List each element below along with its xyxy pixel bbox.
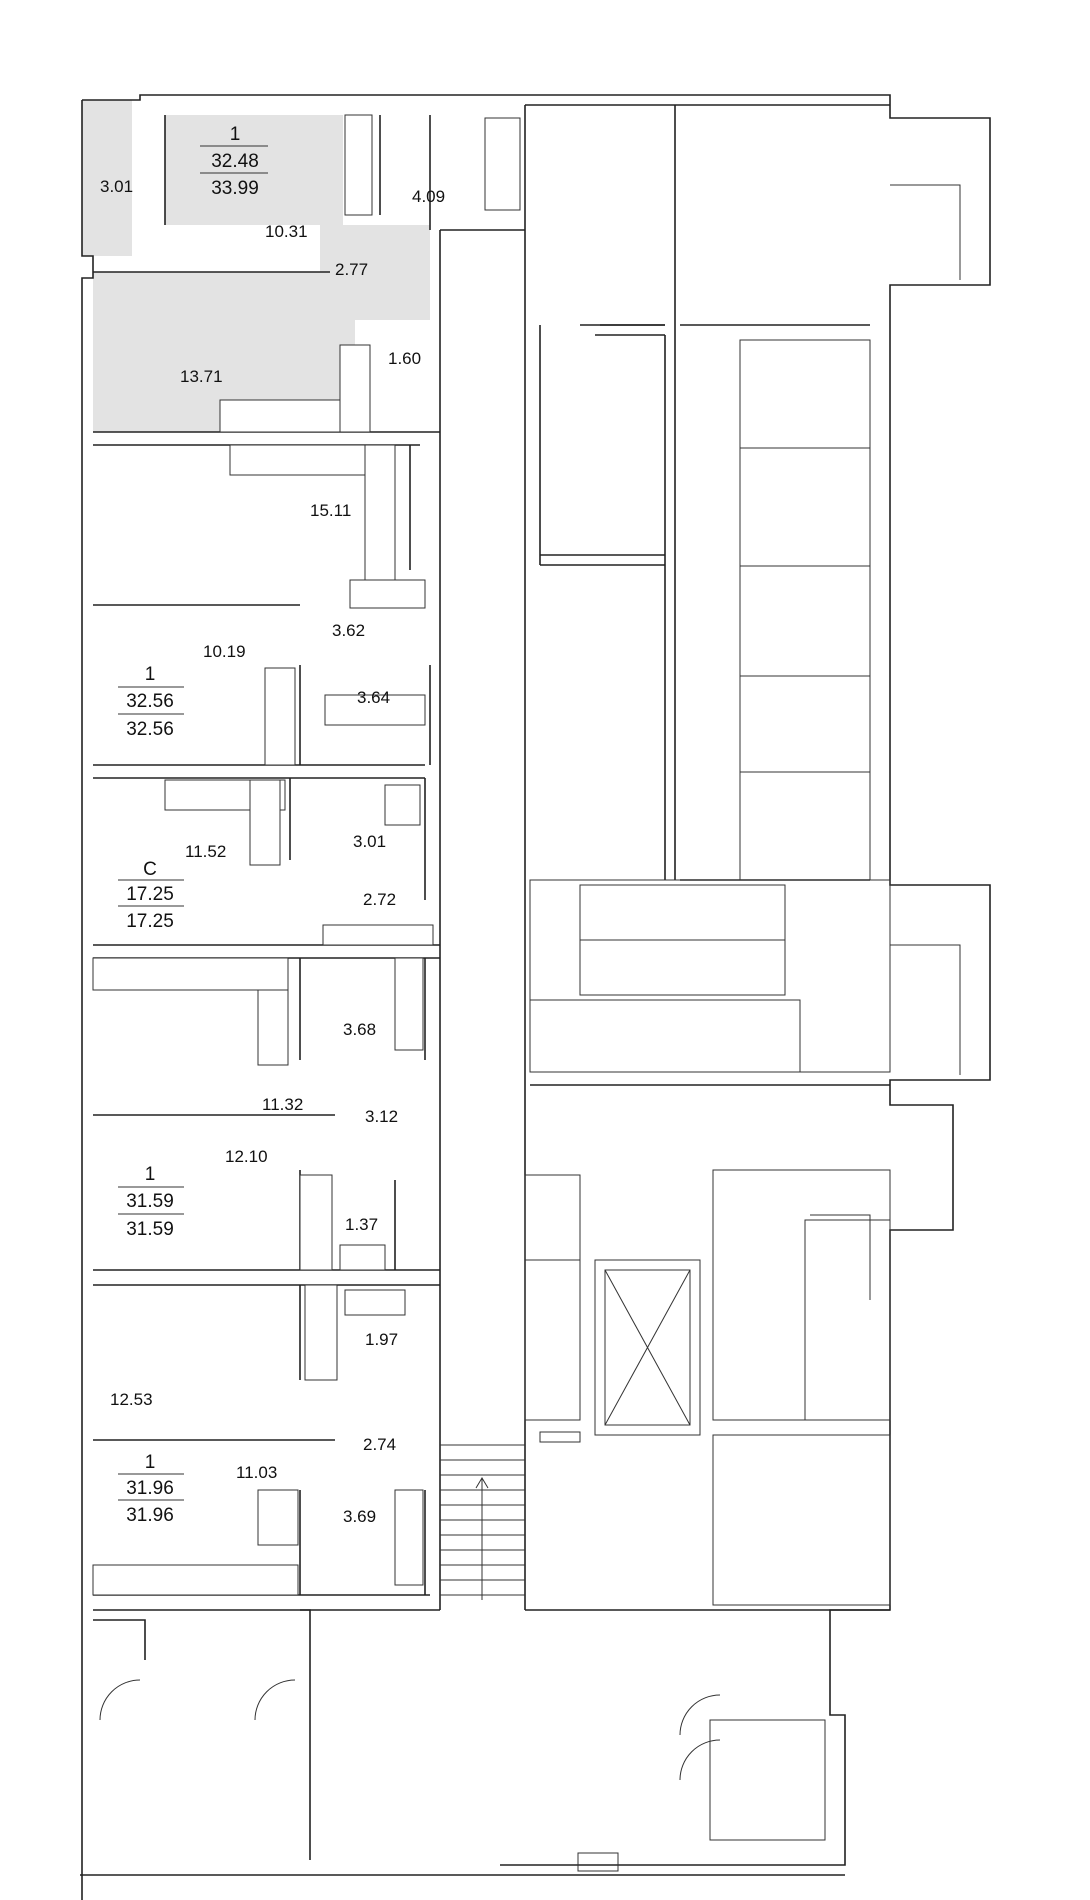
room-area: 4.09 bbox=[412, 187, 445, 206]
apartment-area-living: 31.59 bbox=[126, 1191, 174, 1212]
apartment-area-total: 31.59 bbox=[126, 1219, 174, 1240]
apartment-label-5: 1 31.96 31.96 bbox=[118, 1452, 184, 1526]
room-area: 11.03 bbox=[236, 1463, 277, 1482]
kitchen-fixtures bbox=[92, 344, 396, 1596]
highlighted-apartment bbox=[82, 100, 430, 432]
technical-rooms bbox=[524, 104, 891, 1841]
wardrobes bbox=[264, 114, 434, 1381]
room-area: 2.77 bbox=[335, 260, 368, 279]
room-area: 15.11 bbox=[310, 501, 351, 520]
apartment-label-4: 1 31.59 31.59 bbox=[118, 1164, 184, 1240]
room-area: 3.64 bbox=[357, 688, 390, 707]
entrance-doors bbox=[99, 1679, 721, 1781]
staircase bbox=[440, 184, 961, 1600]
apartment-rooms: С bbox=[143, 859, 157, 880]
apartment-area-total: 32.56 bbox=[126, 719, 174, 740]
room-area: 11.52 bbox=[185, 842, 226, 861]
room-area: 11.32 bbox=[262, 1095, 303, 1114]
room-area: 12.10 bbox=[225, 1147, 268, 1166]
apartment-label-3: С 17.25 17.25 bbox=[118, 859, 184, 932]
room-area: 10.31 bbox=[265, 222, 308, 241]
room-area: 1.60 bbox=[388, 349, 421, 368]
apartment-area-total: 17.25 bbox=[126, 911, 174, 932]
room-area-labels: 3.01 10.31 4.09 2.77 13.71 1.60 15.11 3.… bbox=[100, 177, 445, 1526]
room-area: 3.68 bbox=[343, 1020, 376, 1039]
apartment-rooms: 1 bbox=[145, 1452, 156, 1473]
room-area: 3.01 bbox=[353, 832, 386, 851]
room-area: 2.74 bbox=[363, 1435, 396, 1454]
room-area: 3.69 bbox=[343, 1507, 376, 1526]
apartment-area-living: 32.48 bbox=[211, 151, 259, 172]
apartment-area-living: 17.25 bbox=[126, 884, 174, 905]
room-area: 1.37 bbox=[345, 1215, 378, 1234]
apartment-area-living: 32.56 bbox=[126, 691, 174, 712]
room-area: 3.12 bbox=[365, 1107, 398, 1126]
bathroom-fixtures bbox=[324, 117, 521, 1586]
apartment-label-1: 1 32.48 33.99 bbox=[200, 124, 268, 199]
apartment-label-2: 1 32.56 32.56 bbox=[118, 664, 184, 740]
apartment-rooms: 1 bbox=[230, 124, 241, 145]
room-area: 3.01 bbox=[100, 177, 133, 196]
apartment-area-total: 31.96 bbox=[126, 1505, 174, 1526]
room-area: 10.19 bbox=[203, 642, 246, 661]
room-area: 12.53 bbox=[110, 1390, 153, 1409]
apartment-rooms: 1 bbox=[145, 1164, 156, 1185]
apartment-area-total: 33.99 bbox=[211, 178, 259, 199]
room-area: 13.71 bbox=[180, 367, 223, 386]
room-area: 2.72 bbox=[363, 890, 396, 909]
room-area: 3.62 bbox=[332, 621, 365, 640]
apartment-rooms: 1 bbox=[145, 664, 156, 685]
room-area: 1.97 bbox=[365, 1330, 398, 1349]
apartment-area-living: 31.96 bbox=[126, 1478, 174, 1499]
